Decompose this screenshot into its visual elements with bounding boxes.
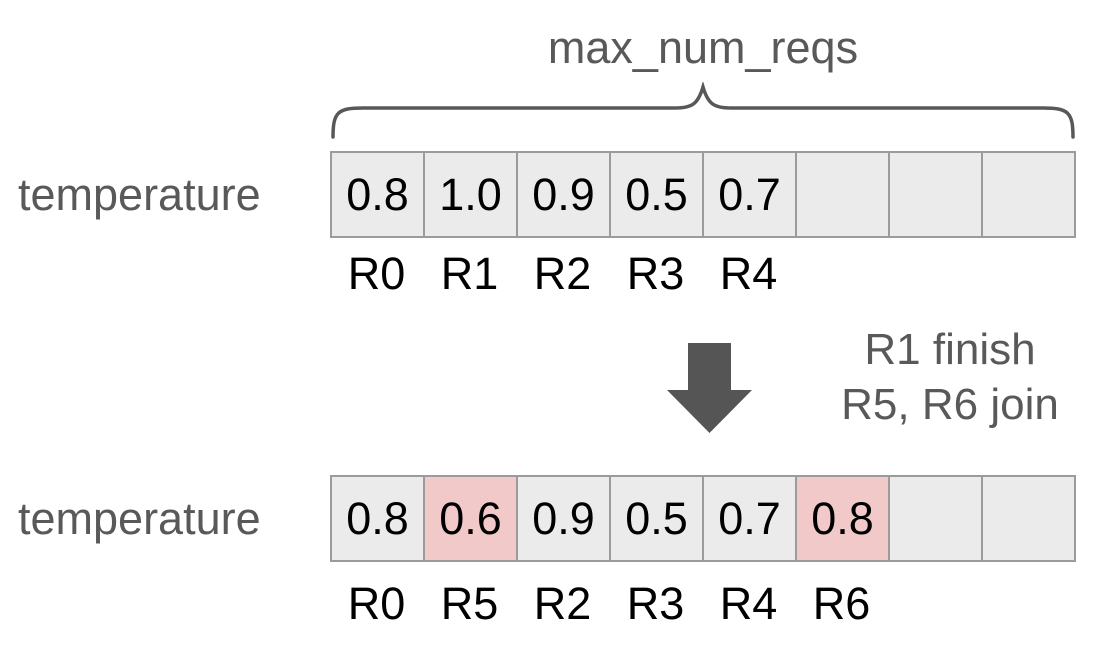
array-cell [888,475,983,562]
down-arrow-icon [667,343,752,433]
brace-label: max_num_reqs [547,22,859,73]
req-label [795,248,888,300]
req-label: R2 [533,248,592,299]
transition-note: R1 finish R5, R6 join [820,322,1080,432]
req-label [888,578,981,630]
transition-line-1: R1 finish [864,325,1036,374]
array-cell: 1.0 [423,151,518,238]
array-cell: 0.6 [423,475,518,562]
req-label [981,578,1074,630]
req-label [981,248,1074,300]
req-label: R2 [533,578,592,629]
array-cell: 0.7 [702,475,797,562]
req-label: R6 [812,578,871,629]
brace [331,82,1075,139]
req-label: R4 [719,578,778,629]
array-cell: 0.8 [795,475,890,562]
array-after: 0.8 0.6 0.9 0.5 0.7 0.8 [330,475,1076,562]
array-cell: 0.5 [609,475,704,562]
array-cell: 0.8 [330,151,425,238]
array-before: 0.8 1.0 0.9 0.5 0.7 [330,151,1076,238]
array-cell [888,151,983,238]
array-cell [981,475,1076,562]
req-label: R1 [440,248,499,299]
req-label: R0 [347,578,406,629]
req-labels-before: R0 R1 R2 R3 R4 [330,248,1074,300]
req-label [888,248,981,300]
req-label: R3 [626,248,685,299]
row-label-after: temperature [18,493,261,544]
row-label-before: temperature [18,169,261,220]
array-cell: 0.9 [516,475,611,562]
array-cell: 0.8 [330,475,425,562]
req-label: R3 [626,578,685,629]
array-cell: 0.7 [702,151,797,238]
req-label: R5 [440,578,499,629]
array-cell: 0.5 [609,151,704,238]
array-cell [795,151,890,238]
array-cell [981,151,1076,238]
array-cell: 0.9 [516,151,611,238]
req-labels-after: R0 R5 R2 R3 R4 R6 [330,578,1074,630]
transition-line-2: R5, R6 join [841,380,1059,429]
req-label: R0 [347,248,406,299]
req-label: R4 [719,248,778,299]
